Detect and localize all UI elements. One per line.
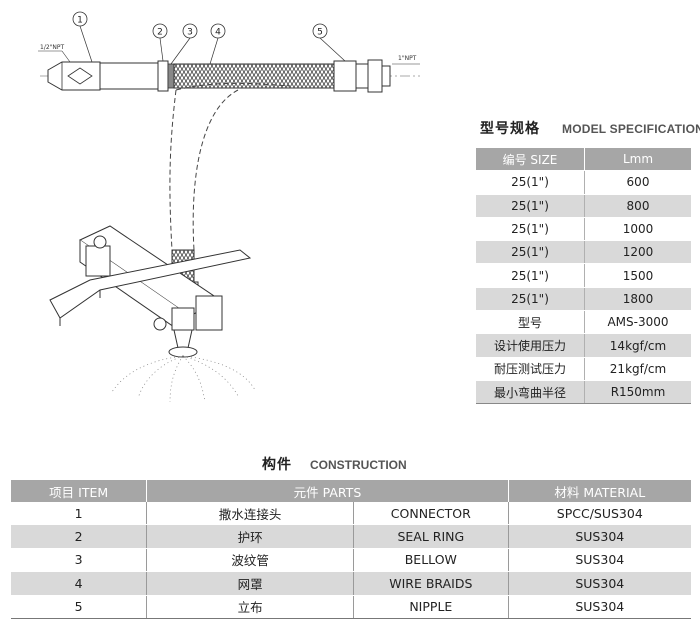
construction-heading-en: CONSTRUCTION [310, 458, 407, 472]
spec-cell-label: 25(1") [476, 194, 585, 218]
sprinkler-head [153, 307, 198, 358]
spec-cell-label: 25(1") [476, 240, 585, 265]
parts-cell-name-cn: 波纹管 [146, 548, 355, 573]
callout-group: 1 2 3 4 5 [72, 11, 346, 65]
spec-header-size: 编号 SIZE [476, 148, 585, 172]
callout-leader [159, 37, 164, 62]
spec-header-length: Lmm [584, 148, 691, 172]
parts-cell-name-en: SEAL RING [353, 524, 509, 549]
callout-circle [72, 11, 88, 27]
right-thread-label: 1"NPT [398, 55, 417, 62]
spec-row: 25(1")600 [476, 170, 691, 195]
spec-cell-value: 800 [584, 194, 691, 218]
callout-circle [182, 23, 198, 39]
spec-cell-value: 1500 [584, 263, 691, 288]
parts-cell-name-en: BELLOW [353, 548, 509, 573]
nipple-part [333, 59, 391, 93]
spec-row: 25(1")1200 [476, 240, 691, 265]
parts-cell-material: SUS304 [508, 595, 691, 619]
parts-cell-name-en: WIRE BRAIDS [353, 571, 509, 596]
parts-cell-name-en: CONNECTOR [353, 502, 509, 526]
spec-cell-value: 14kgf/cm [584, 333, 691, 358]
parts-cell-item: 2 [11, 524, 148, 549]
spec-cell-label: 25(1") [476, 287, 585, 312]
callout-leader [170, 37, 191, 65]
spec-heading-en: MODEL SPECIFICATION [562, 122, 700, 136]
spec-cell-label: 最小弯曲半径 [476, 380, 585, 405]
parts-cell-material: SUS304 [508, 524, 691, 549]
seal-ring-part [157, 60, 175, 92]
spec-cell-value: 1200 [584, 240, 691, 265]
parts-cell-name-en: NIPPLE [353, 595, 509, 619]
callout-circle [312, 23, 328, 39]
callout-number: 1 [77, 16, 83, 26]
parts-cell-name-cn: 撒水连接头 [146, 502, 355, 526]
callout-number: 4 [215, 28, 221, 38]
construction-heading: 构件 CONSTRUCTION [262, 454, 407, 474]
callout-circle [210, 23, 226, 39]
spec-cell-value: AMS-3000 [584, 310, 691, 335]
callout-number: 2 [157, 28, 163, 38]
left-thread-label: 1/2"NPT [40, 44, 65, 51]
parts-cell-item: 3 [11, 548, 148, 573]
spec-cell-label: 设计使用压力 [476, 333, 585, 358]
spec-cell-value: 1800 [584, 287, 691, 312]
braided-hose-part [173, 63, 335, 89]
parts-header-item: 项目 ITEM [11, 480, 148, 502]
spec-cell-label: 耐压测试压力 [476, 357, 585, 381]
spec-cell-value: 21kgf/cm [584, 357, 691, 381]
callout-leader [79, 25, 93, 63]
spec-row: 25(1")800 [476, 194, 691, 218]
connector-part [47, 61, 159, 91]
spec-row: 25(1")1800 [476, 287, 691, 312]
parts-cell-name-cn: 立布 [146, 595, 355, 619]
parts-header-material: 材料 MATERIAL [508, 480, 691, 502]
hose-assembly-drawing: 1 2 3 4 5 1/2"NPT 1"NPT [38, 11, 420, 403]
parts-cell-item: 1 [11, 502, 148, 526]
spec-row: 25(1")1500 [476, 263, 691, 288]
parts-cell-material: SUS304 [508, 548, 691, 573]
water-spray [111, 355, 256, 403]
spec-heading: 型号规格 MODEL SPECIFICATION [480, 118, 700, 138]
spec-cell-label: 型号 [476, 310, 585, 335]
parts-header-row: 项目 ITEM 元件 PARTS 材料 MATERIAL [11, 480, 691, 502]
spec-cell-label: 25(1") [476, 170, 585, 195]
parts-cell-name-cn: 护环 [146, 524, 355, 549]
parts-cell-name-cn: 网罩 [146, 571, 355, 596]
callout-leader [209, 37, 219, 65]
spec-heading-cn: 型号规格 [480, 121, 540, 137]
parts-cell-item: 4 [11, 571, 148, 596]
construction-heading-cn: 构件 [262, 457, 292, 473]
callout-leader [319, 37, 346, 62]
parts-cell-material: SPCC/SUS304 [508, 502, 691, 526]
callout-number: 5 [317, 28, 323, 38]
spec-cell-value: 1000 [584, 217, 691, 242]
spec-cell-label: 25(1") [476, 263, 585, 288]
parts-cell-material: SUS304 [508, 571, 691, 596]
spec-row: 25(1")1000 [476, 217, 691, 242]
callout-number: 3 [187, 28, 193, 38]
spec-cell-label: 25(1") [476, 217, 585, 242]
parts-header-parts: 元件 PARTS [146, 480, 509, 502]
callout-circle [152, 23, 168, 39]
spec-cell-value: R150mm [584, 380, 691, 405]
spec-header-row: 编号 SIZE Lmm [476, 148, 691, 172]
parts-cell-item: 5 [11, 595, 148, 619]
mounting-bracket [49, 225, 252, 339]
spec-cell-value: 600 [584, 170, 691, 195]
